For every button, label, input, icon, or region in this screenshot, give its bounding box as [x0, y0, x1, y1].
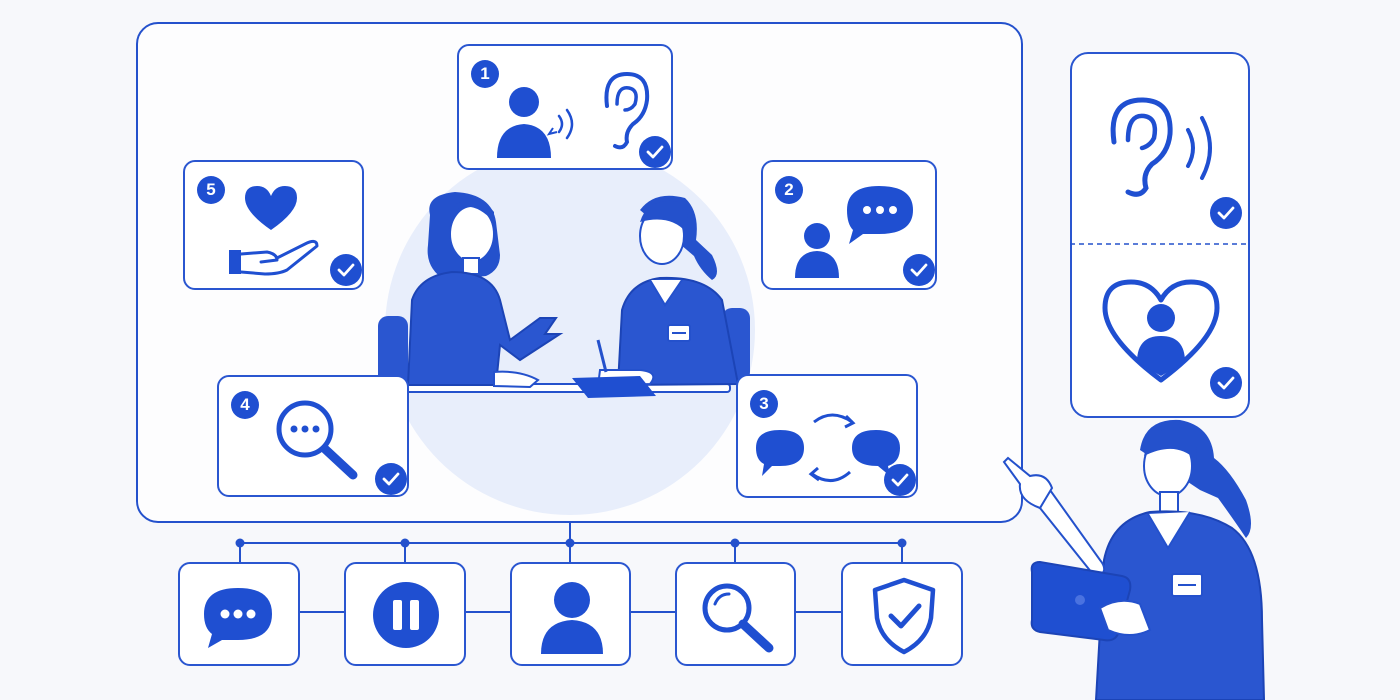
- pause-icon: [373, 582, 439, 648]
- ear-listening-icon: [1110, 97, 1212, 197]
- step-number-5: 5: [197, 176, 225, 204]
- toolbar-person-button[interactable]: [510, 562, 631, 666]
- check-icon: [330, 254, 362, 286]
- conversation-exchange-icon: [756, 413, 900, 482]
- patient-figure: [406, 192, 564, 389]
- nurse-figure: [596, 195, 740, 388]
- search-chat-icon: [276, 400, 358, 480]
- person-icon: [795, 223, 839, 278]
- step-card-1[interactable]: 1: [457, 44, 673, 170]
- person-icon: [541, 582, 603, 654]
- heart-in-hand-icon: [229, 186, 319, 276]
- magnifier-icon: [702, 583, 774, 653]
- step-number-1: 1: [471, 60, 499, 88]
- toolbar-pause-button[interactable]: [344, 562, 466, 666]
- chat-bubble-icon: [204, 588, 272, 648]
- person-speaking-icon: [497, 87, 574, 158]
- toolbar-chat-button[interactable]: [178, 562, 300, 666]
- heart-person-icon: [1102, 279, 1220, 383]
- step-card-2[interactable]: 2: [761, 160, 937, 290]
- check-icon: [1210, 367, 1242, 399]
- ear-icon: [604, 71, 650, 150]
- chat-bubble-icon: [847, 186, 913, 244]
- step-card-5[interactable]: 5: [183, 160, 364, 290]
- check-icon: [375, 463, 407, 495]
- toolbar-shield-button[interactable]: [841, 562, 963, 666]
- step-card-4[interactable]: 4: [217, 375, 409, 497]
- check-icon: [884, 464, 916, 496]
- check-icon: [903, 254, 935, 286]
- shield-check-icon: [872, 577, 936, 655]
- step-card-3[interactable]: 3: [736, 374, 918, 498]
- check-icon: [639, 136, 671, 168]
- panel-divider: [1070, 243, 1250, 245]
- step-number-4: 4: [231, 391, 259, 419]
- side-panel: [1070, 52, 1250, 418]
- step-number-2: 2: [775, 176, 803, 204]
- check-icon: [1210, 197, 1242, 229]
- toolbar-search-button[interactable]: [675, 562, 796, 666]
- step-number-3: 3: [750, 390, 778, 418]
